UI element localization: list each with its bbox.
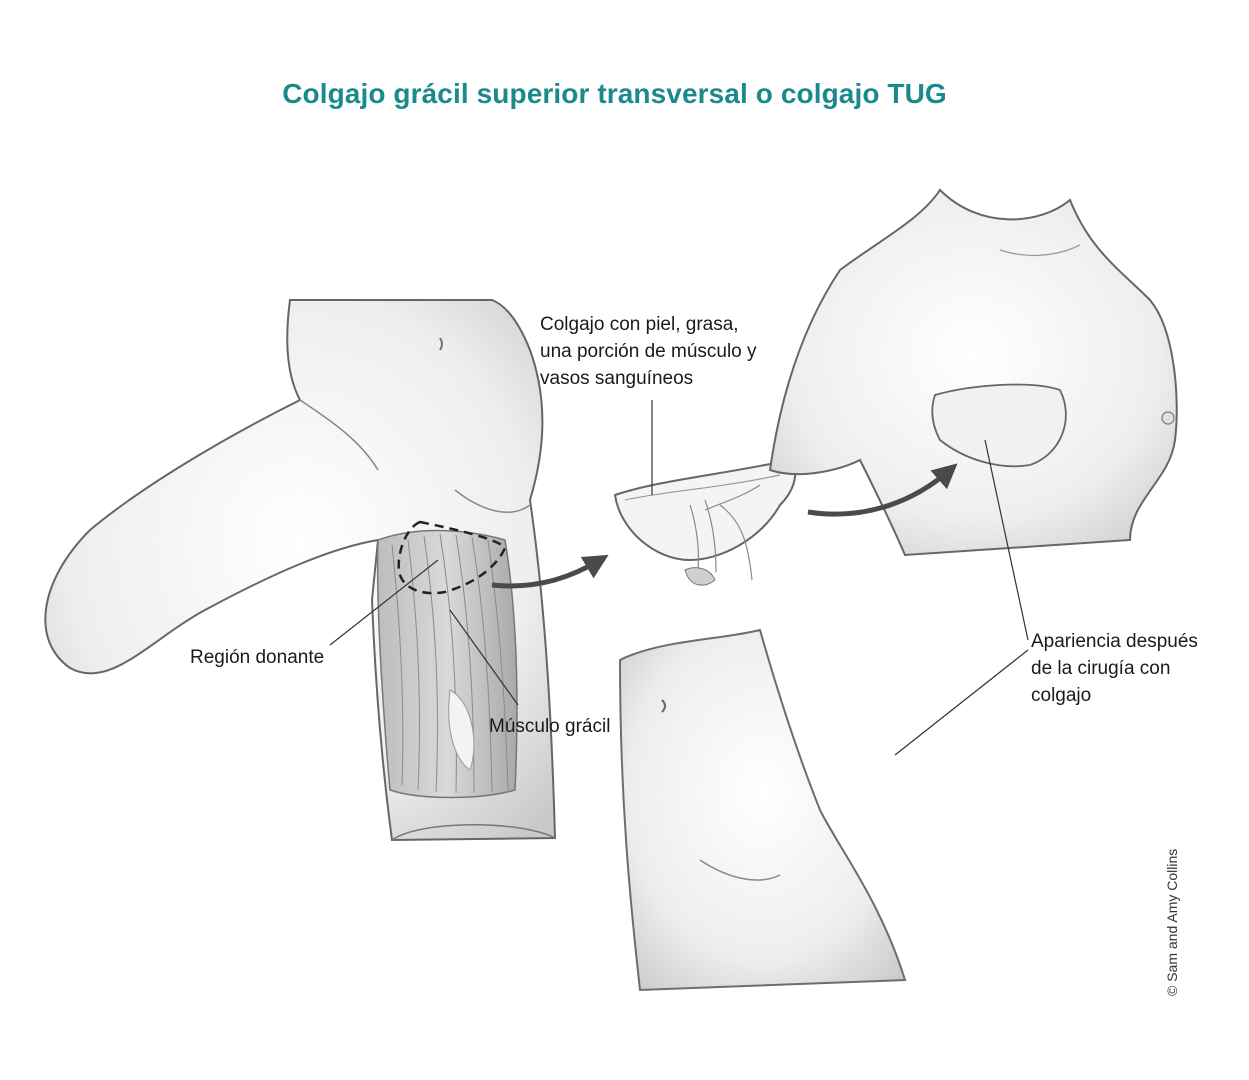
copyright-credit: © Sam and Amy Collins: [1164, 848, 1180, 996]
abdomen-figure: [618, 628, 907, 992]
flap-label: Colgajo con piel, grasa, una porción de …: [540, 314, 757, 389]
arrow-to-chest: [807, 463, 958, 517]
leader-muscle: [449, 609, 519, 706]
gracilis-muscle-label: Músculo grácil: [489, 716, 611, 737]
chest-figure: [768, 188, 1178, 557]
arrow-to-flap: [491, 554, 609, 589]
leader-after: [894, 439, 1029, 756]
tissue-flap: [613, 458, 797, 586]
donor-leg-figure: [44, 299, 557, 842]
after-surgery-label: Apariencia después de la cirugía con col…: [1031, 631, 1198, 706]
page-title: Colgajo grácil superior transversal o co…: [282, 78, 947, 109]
leader-donor: [329, 559, 439, 646]
donor-region-label: Región donante: [190, 647, 325, 668]
